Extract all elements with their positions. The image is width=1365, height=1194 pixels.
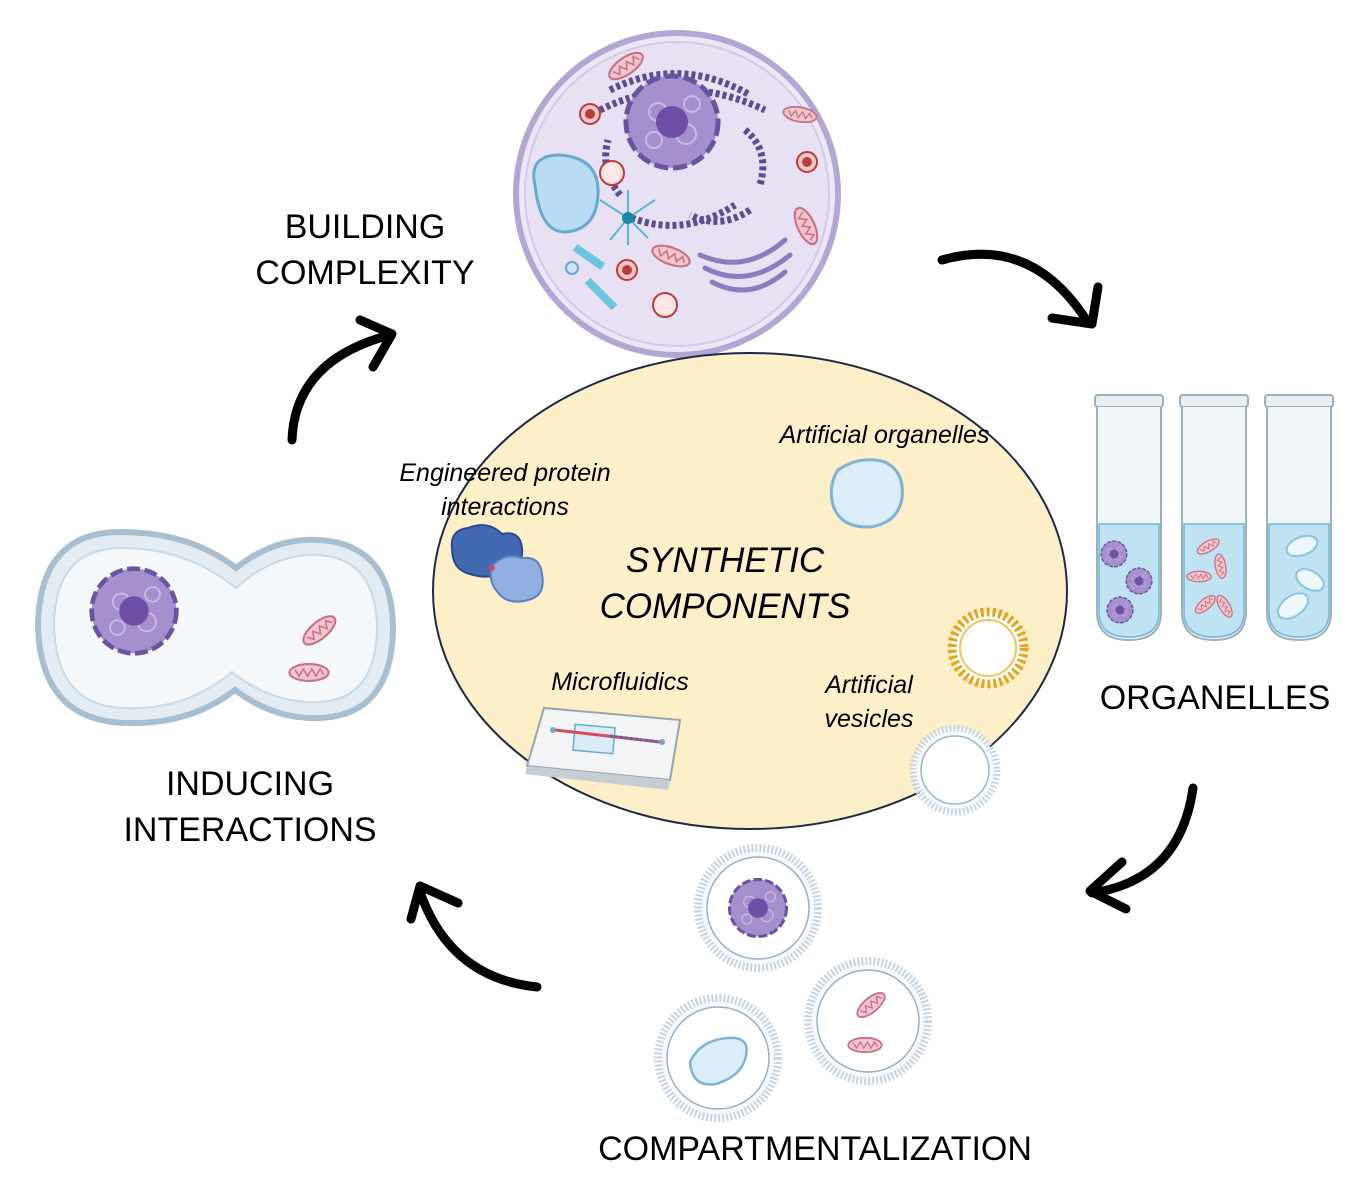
component-label-line: interactions — [441, 493, 569, 521]
protein-complex-icon — [450, 524, 544, 603]
eukaryotic-cell-icon — [513, 30, 841, 358]
center-title-line: COMPONENTS — [599, 587, 851, 626]
cycle-arrows — [287, 249, 1198, 992]
component-label-engineered-protein: Engineered protein interactions — [375, 456, 635, 524]
stage-label-compartmentalization: COMPARTMENTALIZATION — [598, 1130, 1032, 1168]
liposome-icon — [947, 607, 1029, 689]
compartment-vesicles-icon — [654, 844, 932, 1122]
component-label-artificial-vesicles: Artificial vesicles — [800, 668, 938, 736]
vesicle-icon — [909, 724, 1001, 816]
component-label-line: Engineered protein — [399, 459, 611, 487]
center-title-line: SYNTHETIC — [625, 541, 825, 580]
cycle-arrow-icon — [287, 330, 395, 445]
component-label-artificial-organelles: Artificial organelles — [779, 421, 990, 449]
stage-label-organelles: ORGANELLES — [1099, 679, 1331, 717]
component-label-line: vesicles — [824, 705, 914, 733]
stage-label-line: BUILDING — [284, 208, 446, 246]
test-tube-icon — [1094, 394, 1334, 642]
component-label-line: Artificial — [825, 671, 913, 699]
stage-label-line: INTERACTIONS — [123, 811, 377, 849]
microfluidic-chip-icon — [525, 706, 682, 790]
cycle-arrow-icon — [937, 249, 1090, 323]
stage-label-building-complexity: BUILDING COMPLEXITY — [225, 204, 505, 296]
cycle-arrow-icon — [1087, 783, 1198, 898]
artificial-organelle-icon — [829, 458, 904, 529]
stage-label-line: INDUCING — [165, 765, 335, 803]
component-label-microfluidics: Microfluidics — [551, 668, 689, 696]
center-title: SYNTHETIC COMPONENTS — [565, 538, 885, 630]
stage-label-inducing-interactions: INDUCING INTERACTIONS — [95, 761, 405, 853]
stage-label-line: COMPLEXITY — [255, 254, 475, 292]
cycle-arrow-icon — [415, 887, 542, 992]
dividing-cell-icon — [34, 528, 397, 727]
synthetic-components-ellipse — [432, 352, 1068, 830]
